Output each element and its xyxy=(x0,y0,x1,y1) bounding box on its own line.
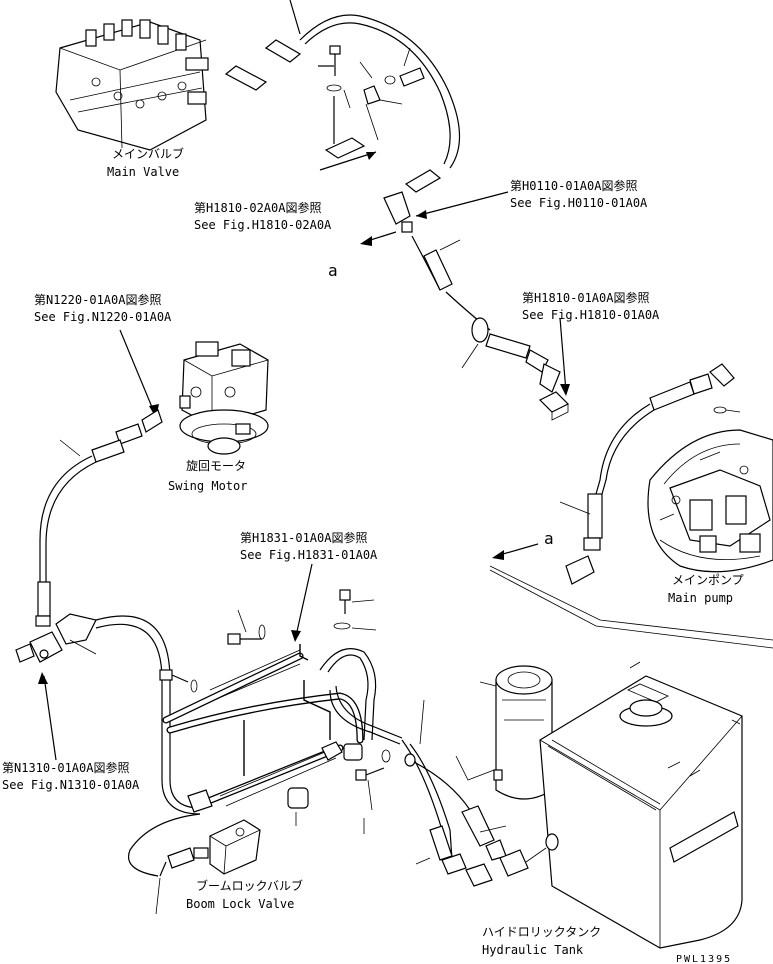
main-valve-hose xyxy=(224,0,461,169)
ref-h1810-02-label-en: See Fig.H1810-02A0A xyxy=(194,218,332,232)
ref-h1810-02-leader xyxy=(319,151,377,171)
ref-n1220-leader xyxy=(119,329,155,413)
main-pump-label-jp: メインポンプ xyxy=(672,573,744,587)
main-pump-label-en: Main pump xyxy=(668,591,733,605)
hydraulic-tank xyxy=(539,661,743,949)
arrow-a-right-label: a xyxy=(544,529,554,548)
bundle-bolts xyxy=(159,589,391,834)
swing-motor-label-en: Swing Motor xyxy=(168,479,247,493)
ref-h1810-02-label-jp: 第H1810-02A0A図参照 xyxy=(194,200,321,215)
frame-line-lower xyxy=(489,569,773,649)
bracket-bolt-group xyxy=(318,45,425,159)
ref-h0110-arrowhead xyxy=(416,210,427,219)
main-valve xyxy=(55,19,209,151)
boom-lock-label-en: Boom Lock Valve xyxy=(186,897,294,911)
ref-h1831-label-en: See Fig.H1831-01A0A xyxy=(240,548,378,562)
swing-motor-label-jp: 旋回モータ xyxy=(186,459,246,473)
arrow-a-top-label: a xyxy=(328,261,338,280)
ref-h1810-01-arrowhead xyxy=(560,384,570,396)
main-valve-label-en: Main Valve xyxy=(107,165,179,179)
boom-lock-label-jp: ブームロックバルブ xyxy=(196,878,303,893)
ref-h1810-01-leader xyxy=(559,317,567,393)
ref-h0110-label-en: See Fig.H0110-01A0A xyxy=(510,196,648,210)
drawing-code: PWL1395 xyxy=(676,954,732,964)
main-pump xyxy=(647,429,773,573)
main-pump-hose xyxy=(559,363,741,585)
left-elbow-fitting xyxy=(15,613,97,663)
ref-h1831-leader xyxy=(295,563,313,637)
hyd-tank-label-jp: ハイドロリックタンク xyxy=(482,925,601,939)
ref-n1310-label-jp: 第N1310-01A0A図参照 xyxy=(2,760,129,775)
ref-h0110-label-jp: 第H0110-01A0A図参照 xyxy=(510,178,637,193)
ref-h1810-02-arrowhead xyxy=(366,152,376,160)
arrow-a-right-head xyxy=(492,550,504,560)
arrow-a-top-head xyxy=(360,236,372,246)
return-filter xyxy=(479,665,553,800)
ref-h0110-leader xyxy=(415,191,509,217)
ref-n1310-label-en: See Fig.N1310-01A0A xyxy=(2,778,140,792)
ref-h1810-01-label-en: See Fig.H1810-01A0A xyxy=(522,308,660,322)
boom-lock-valve xyxy=(155,819,261,915)
frame-line-upper xyxy=(489,565,773,641)
ref-h1810-01-label-jp: 第H1810-01A0A図参照 xyxy=(522,290,649,305)
swing-motor xyxy=(179,341,269,455)
swing-motor-hose xyxy=(35,409,163,627)
main-valve-label-jp: メインバルブ xyxy=(112,146,184,161)
boom-lock-hose xyxy=(128,813,201,877)
tee-fitting-hose xyxy=(383,169,570,421)
tank-return-hoses xyxy=(401,699,547,887)
ref-h1831-label-jp: 第H1831-01A0A図参照 xyxy=(240,530,367,545)
ref-n1220-label-jp: 第N1220-01A0A図参照 xyxy=(34,292,161,307)
center-hose-bundle xyxy=(162,644,403,813)
ref-n1310-leader xyxy=(43,675,57,761)
hyd-tank-label-en: Hydraulic Tank xyxy=(482,943,584,957)
ref-h1831-arrowhead xyxy=(291,630,301,642)
ref-n1220-label-en: See Fig.N1220-01A0A xyxy=(34,310,172,324)
ref-n1310-arrowhead xyxy=(38,672,48,684)
